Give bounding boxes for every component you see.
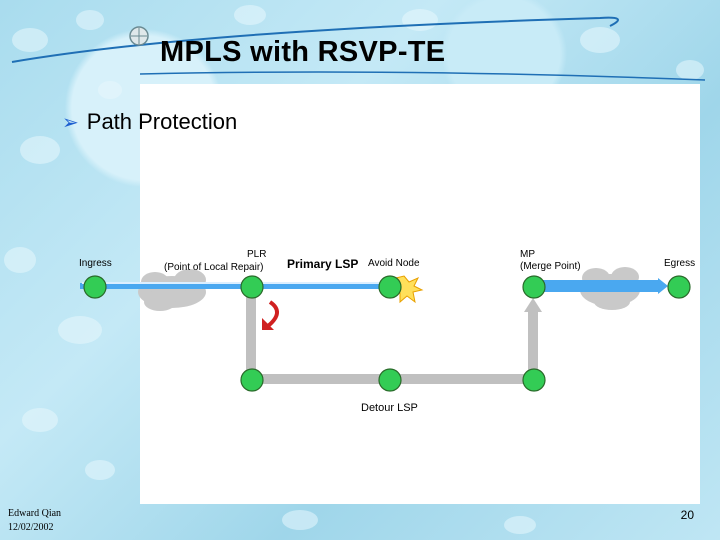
plr-label: PLR [247,249,267,260]
bullet-item: ➢ Path Protection [62,109,237,135]
detour-node-2 [378,368,402,392]
reroute-arrow-icon [266,300,279,328]
slide-title: MPLS with RSVP-TE [160,36,446,68]
plr-node [240,275,264,299]
ingress-label: Ingress [79,258,112,269]
primary-lsp-label: Primary LSP [287,257,359,271]
bullet-text: Path Protection [86,109,238,134]
ingress-node [83,275,107,299]
arrow-bullet-icon: ➢ [62,112,79,134]
plr-description: (Point of Local Repair) [164,262,264,273]
detour-node-3 [522,368,546,392]
detour-lsp-label: Detour LSP [361,402,418,414]
footer-author: Edward Qian [8,508,62,519]
avoid-node [378,275,402,299]
mp-label: MP [520,249,535,260]
egress-node [667,275,691,299]
primary-path [80,278,668,294]
footer-date: 12/02/2002 [8,522,54,533]
egress-label: Egress [664,258,696,269]
avoid-node-label: Avoid Node [368,258,420,269]
detour-node-1 [240,368,264,392]
mp-description: (Merge Point) [520,261,581,272]
page-number: 20 [680,508,694,522]
network-cloud [138,269,206,311]
merge-point-node [522,275,546,299]
